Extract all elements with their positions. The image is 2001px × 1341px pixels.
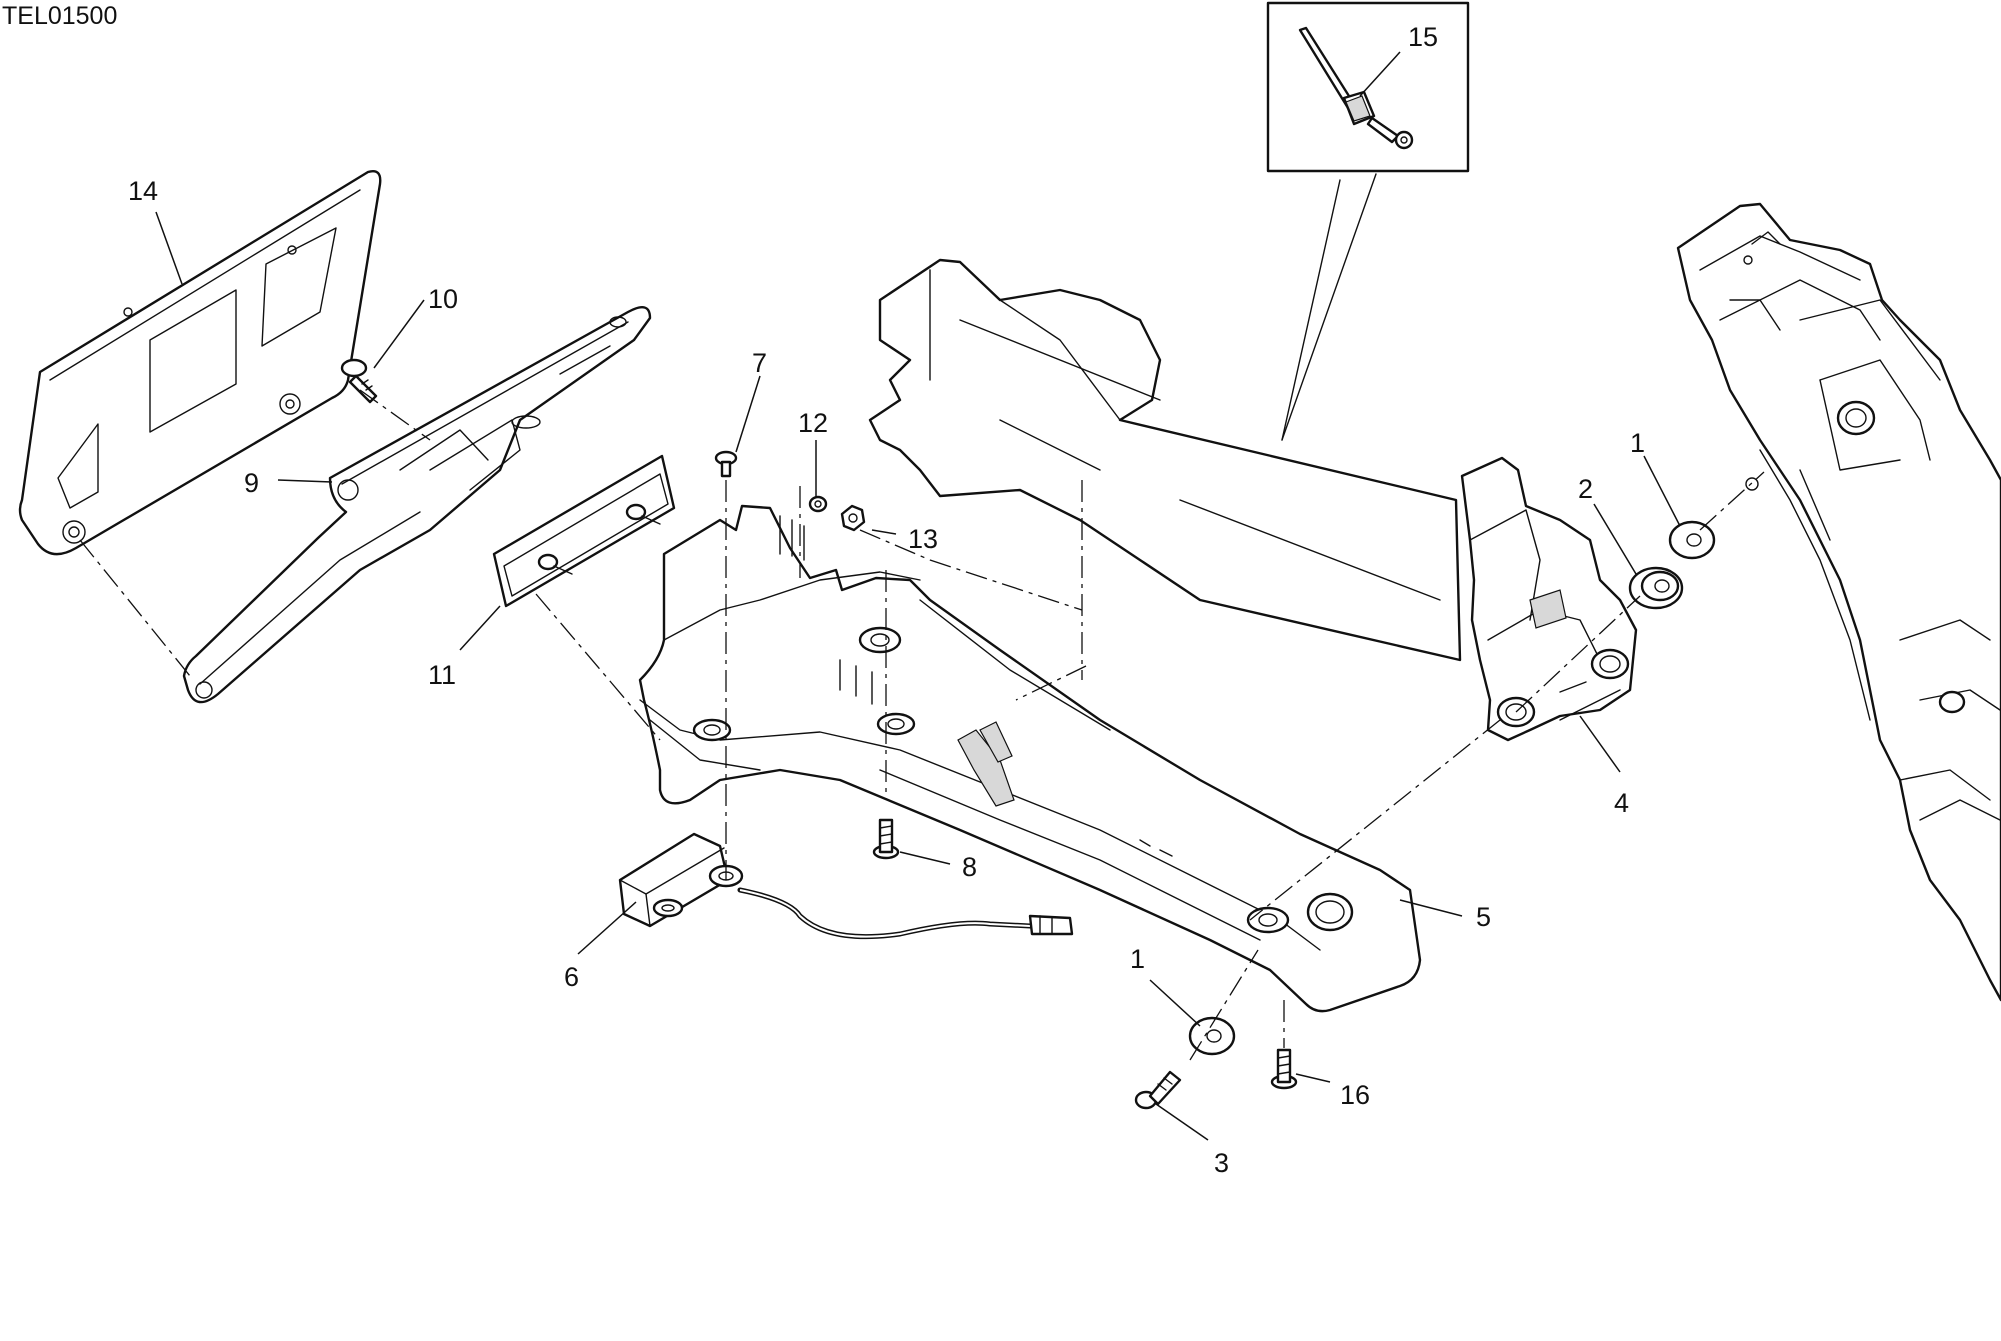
nut-13	[840, 504, 866, 532]
cable-tie-detail-box	[1266, 1, 1470, 441]
callout-1-upper: 1	[1630, 428, 1645, 458]
callout-13: 13	[908, 524, 938, 554]
callout-16: 16	[1340, 1080, 1370, 1110]
callout-10: 10	[428, 284, 458, 314]
light-unit-with-cable	[618, 832, 1074, 940]
screw-8	[872, 818, 900, 860]
license-plate-holder	[18, 170, 382, 556]
screw-7	[714, 450, 738, 478]
callout-9: 9	[244, 468, 259, 498]
washer-12	[808, 495, 828, 513]
callout-5: 5	[1476, 902, 1491, 932]
callout-15: 15	[1408, 22, 1438, 52]
assembly-centerlines	[79, 389, 1765, 1061]
callout-4: 4	[1614, 788, 1629, 818]
callout-12: 12	[798, 408, 828, 438]
callout-leaders	[155, 51, 1681, 1141]
callout-2: 2	[1578, 474, 1593, 504]
screw-16	[1270, 1048, 1298, 1090]
rear-mounting-bracket	[1460, 456, 1638, 742]
callout-11: 11	[428, 660, 456, 690]
plate-support-arm	[182, 306, 652, 704]
grommet-2	[1628, 566, 1684, 610]
screw-3	[1134, 1070, 1182, 1110]
reflector	[492, 454, 676, 608]
tail-support-bracket	[638, 504, 1422, 1013]
callout-7: 7	[752, 348, 767, 378]
callout-14: 14	[128, 176, 158, 206]
screw-10	[340, 358, 378, 404]
callout-8: 8	[962, 852, 977, 882]
callout-6: 6	[564, 962, 579, 992]
motorcycle-frame	[1676, 202, 2001, 1002]
tail-body-panel	[868, 258, 1462, 662]
drawing-code: TEL01500	[2, 2, 117, 30]
callout-3: 3	[1214, 1148, 1229, 1178]
callout-1-lower: 1	[1130, 944, 1145, 974]
washer-1-upper	[1668, 520, 1716, 560]
washer-1-lower	[1188, 1016, 1236, 1056]
callout-labels: 14 10 9 7 12 13 11 15 2 1 4 8 5 6 1 16 3	[128, 22, 1645, 1178]
